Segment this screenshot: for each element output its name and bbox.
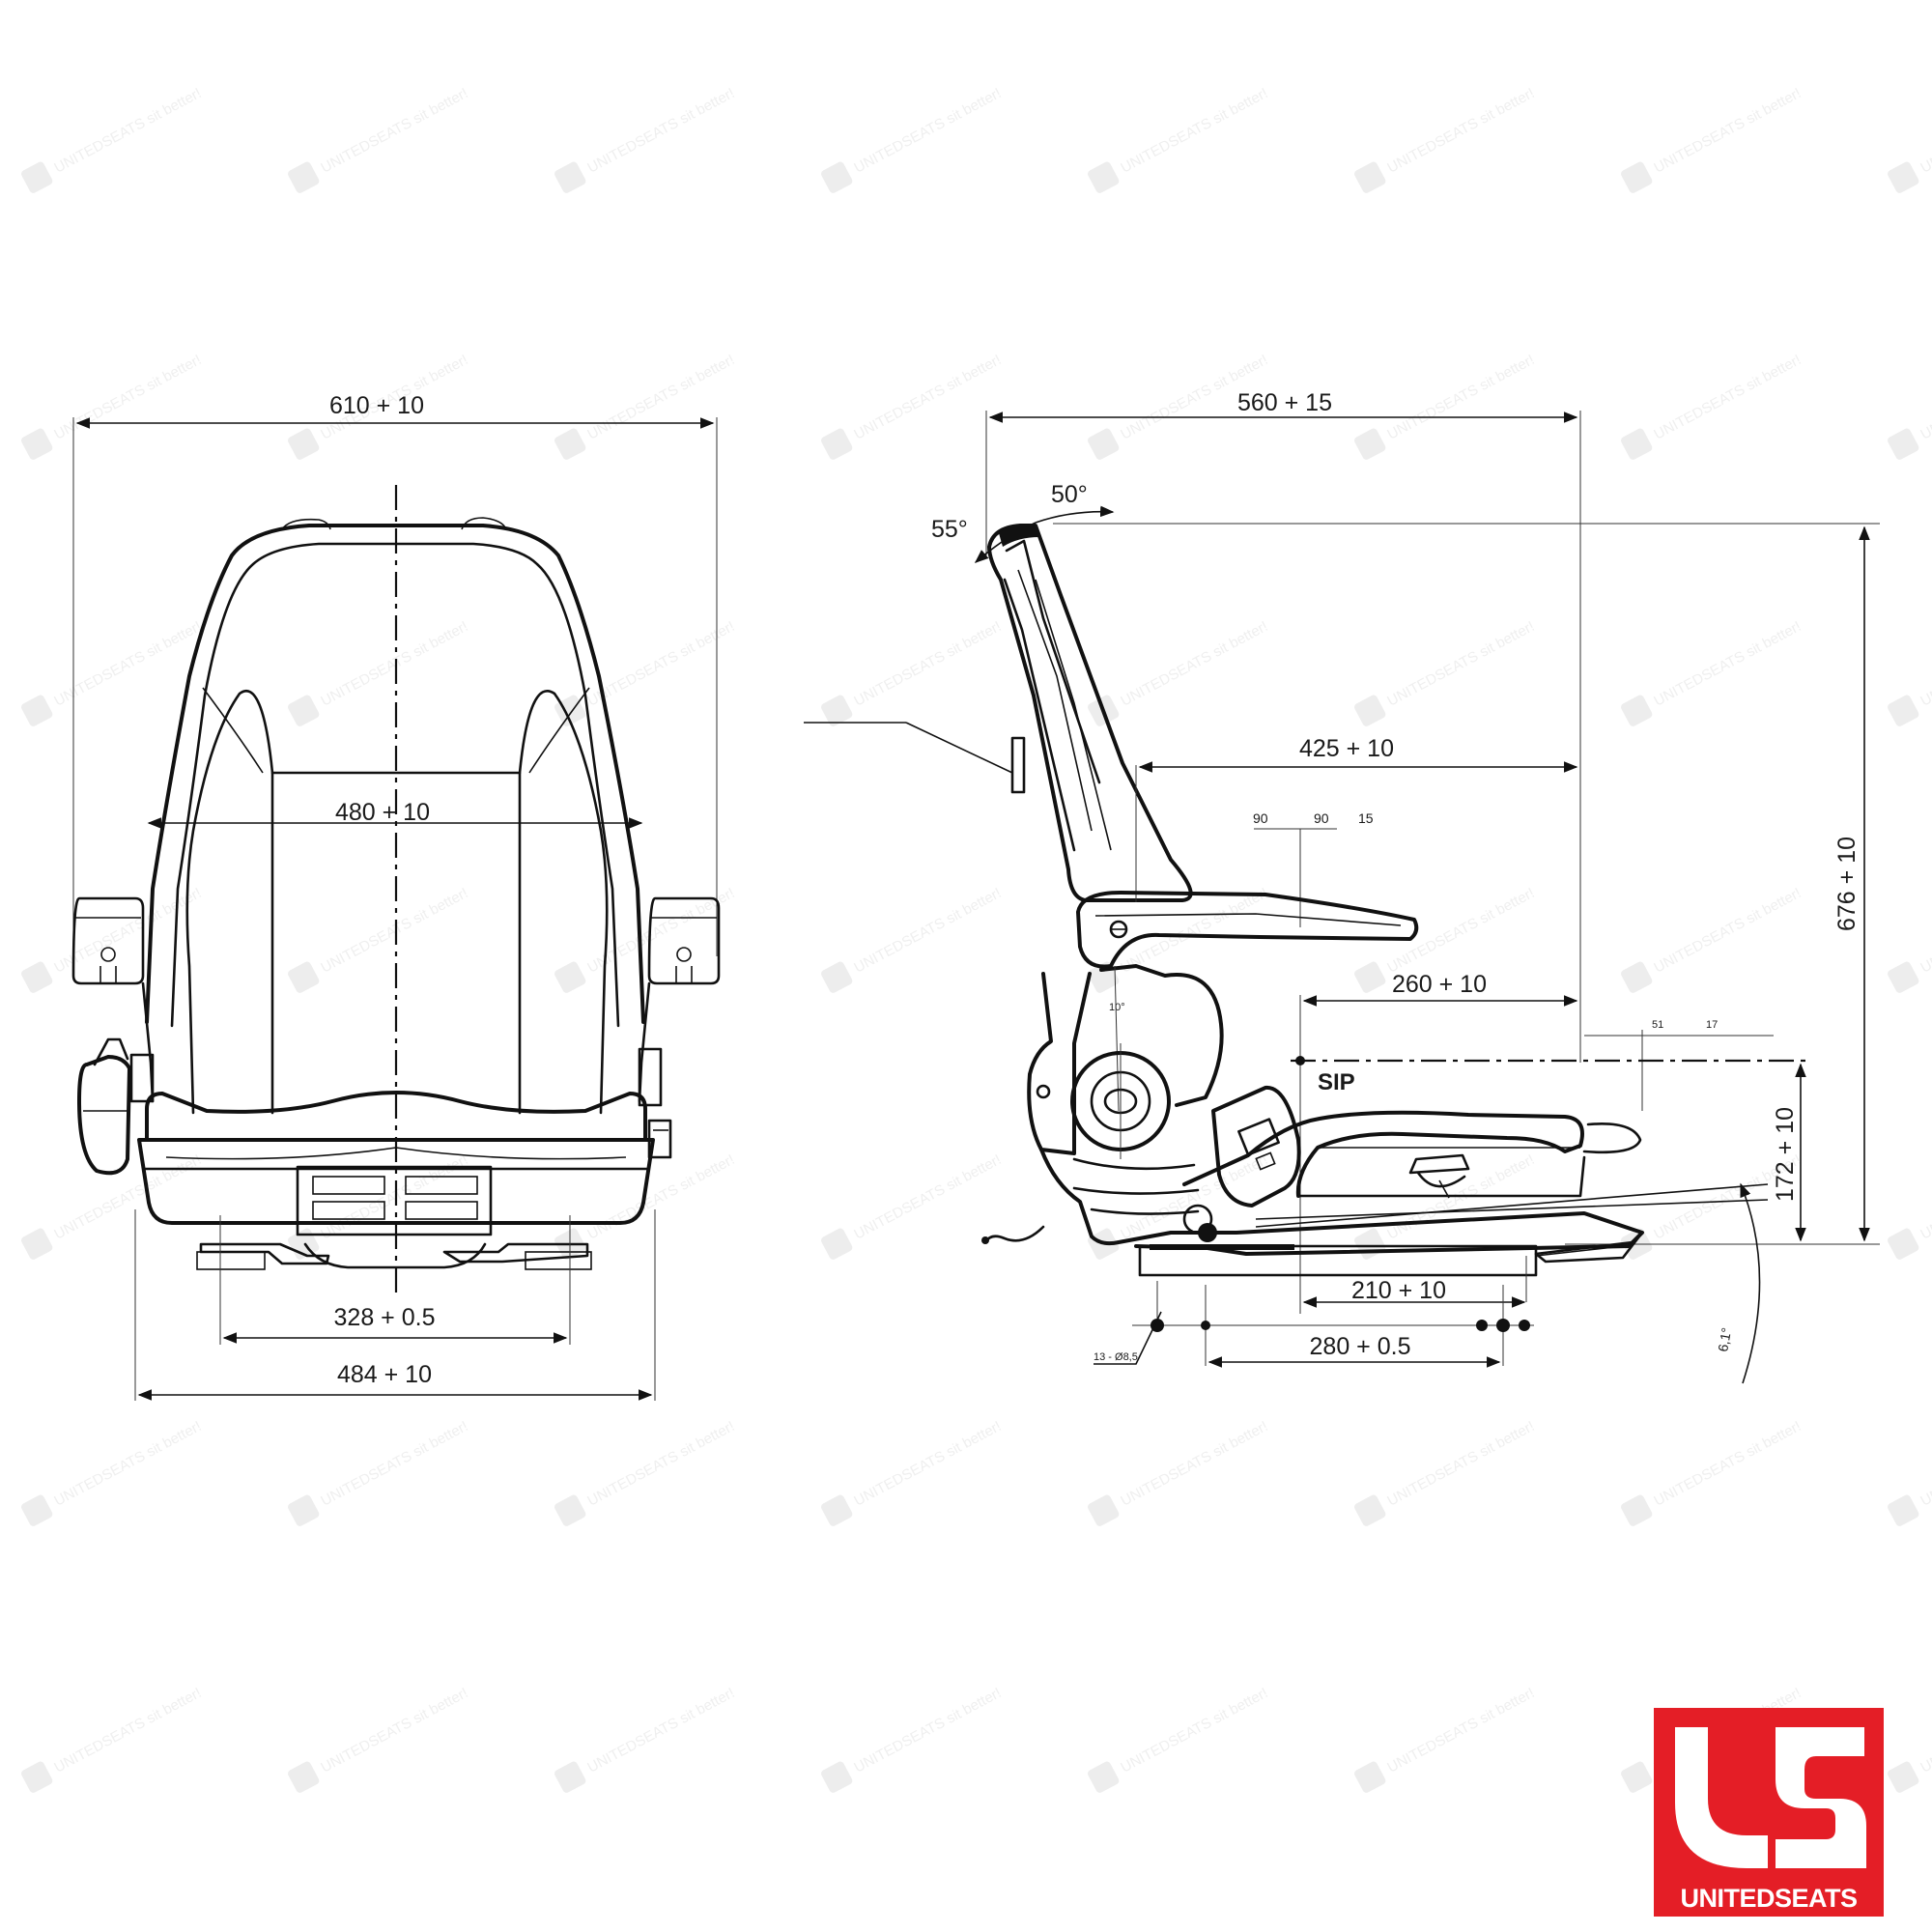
lever-left (77, 1037, 155, 1176)
armrest-adjust-dims: 90 90 15 (1253, 810, 1374, 927)
tilt-angle: 6,1° (1715, 1182, 1761, 1384)
headrest-cap (999, 524, 1039, 547)
armrest-left (71, 896, 145, 985)
dim-base-width: 484 + 10 (134, 1209, 656, 1401)
angle-55-text: 55° (931, 516, 968, 543)
dim-484-text: 484 + 10 (337, 1361, 432, 1388)
dim-backrest-width: 480 + 10 (147, 799, 643, 829)
slots-label: 13 - Ø8,5 (1094, 1351, 1138, 1363)
sip-label: SIP (1318, 1069, 1355, 1095)
ref-51-text: 51 (1652, 1019, 1663, 1031)
dim-260-text: 260 + 10 (1392, 971, 1487, 998)
dim-overall-depth: 560 + 15 (985, 389, 1581, 1063)
dim-overall-height: 676 + 10 (1584, 526, 1880, 1245)
logo-u-mark (1675, 1727, 1768, 1868)
dim-560-text: 560 + 15 (1237, 389, 1332, 416)
headrest-pad-right (461, 517, 507, 530)
seat-handle (1408, 1153, 1470, 1199)
front-slide-rails (196, 1242, 592, 1270)
arm-90a-text: 90 (1253, 810, 1268, 826)
seatbelt-buckle (1211, 1085, 1301, 1208)
dim-seat-depth: 260 + 10 (1299, 971, 1578, 1314)
sip-reference: SIP 172 + 10 (1291, 1056, 1810, 1245)
side-base-body (1039, 1148, 1644, 1256)
seat-cushion (145, 1091, 647, 1142)
slide-rail-plate (1138, 1244, 1538, 1277)
backrest-inner (170, 542, 620, 1028)
backrest-cushion (185, 690, 274, 1115)
dim-280-text: 280 + 0.5 (1310, 1333, 1411, 1360)
center-grille (296, 1165, 493, 1236)
angle-10-text: 10° (1109, 1002, 1125, 1013)
dim-overall-width: 610 + 10 (72, 392, 718, 961)
unitedseats-logo: UNITEDSEATS (1654, 1708, 1884, 1917)
dim-480-text: 480 + 10 (335, 799, 430, 826)
backrest-outer (145, 524, 645, 1024)
dim-210-text: 210 + 10 (1351, 1277, 1446, 1304)
dim-610-text: 610 + 10 (329, 392, 424, 419)
dim-172-text: 172 + 10 (1772, 1107, 1799, 1202)
side-cable (983, 1225, 1045, 1244)
front-view: 610 + 10 480 + 10 (71, 392, 721, 1401)
dim-676-text: 676 + 10 (1833, 837, 1861, 931)
angle-6-text: 6,1° (1715, 1326, 1734, 1352)
logo-wordmark: UNITEDSEATS (1680, 1884, 1857, 1913)
angle-50-text: 50° (1051, 481, 1088, 508)
ref-small-dims: 51 17 (1584, 1019, 1774, 1111)
dim-mounting-width: 328 + 0.5 (219, 1215, 571, 1345)
backrest-angle-indicator: 55° 50° (931, 481, 1115, 563)
side-view: 560 + 15 55° 50° 676 + 10 (804, 389, 1880, 1384)
dim-328-text: 328 + 0.5 (334, 1304, 436, 1331)
dim-slide-length: 210 + 10 (1302, 1256, 1527, 1308)
lumbar-leader (804, 722, 1026, 794)
seat-base (137, 1138, 655, 1225)
mount-holes: 13 - Ø8,5 280 + 0.5 (1094, 1281, 1534, 1368)
armrest-right (647, 896, 721, 985)
ref-17-text: 17 (1706, 1019, 1718, 1031)
lever-right (638, 1047, 672, 1159)
headrest-pad-left (281, 518, 331, 530)
dim-armrest-reach: 425 + 10 (1135, 735, 1578, 902)
side-armrest-support (1027, 972, 1092, 1155)
side-armrest (1076, 891, 1419, 969)
arm-90b-text: 90 (1314, 810, 1329, 826)
dim-425-text: 425 + 10 (1299, 735, 1394, 762)
logo-s-mark (1776, 1727, 1866, 1868)
backrest-cushion-right (518, 690, 609, 1115)
side-seat-cushion (1182, 1110, 1584, 1198)
arm-15-text: 15 (1358, 810, 1374, 826)
